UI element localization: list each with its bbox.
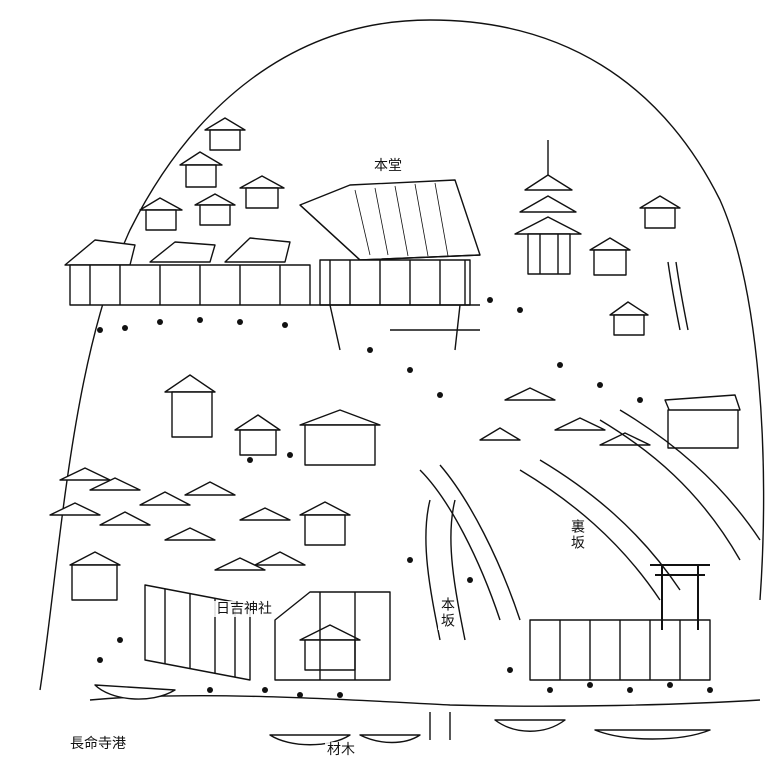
label-hon-slope: 本坂	[438, 596, 456, 630]
roads	[419, 409, 761, 641]
pagoda	[514, 140, 582, 275]
middle-buildings	[164, 374, 651, 466]
label-main-hall: 本堂	[372, 158, 404, 174]
left-halls	[64, 237, 311, 306]
waterfall	[667, 261, 689, 331]
label-timber: 材木	[325, 742, 357, 758]
hie-shrine	[274, 591, 391, 681]
row-houses	[144, 584, 711, 681]
people-figures	[97, 297, 713, 698]
lower-left-village	[49, 467, 351, 601]
label-port: 長命寺港	[68, 736, 128, 752]
upper-left-buildings	[139, 117, 285, 231]
label-ura-slope: 裏坂	[568, 518, 586, 552]
torii-gate	[650, 564, 710, 630]
main-hall	[299, 179, 481, 351]
mountain-outline	[39, 19, 765, 691]
label-hie-shrine: 日吉神社	[214, 601, 274, 617]
right-buildings	[589, 195, 741, 449]
shoreline	[89, 684, 761, 746]
